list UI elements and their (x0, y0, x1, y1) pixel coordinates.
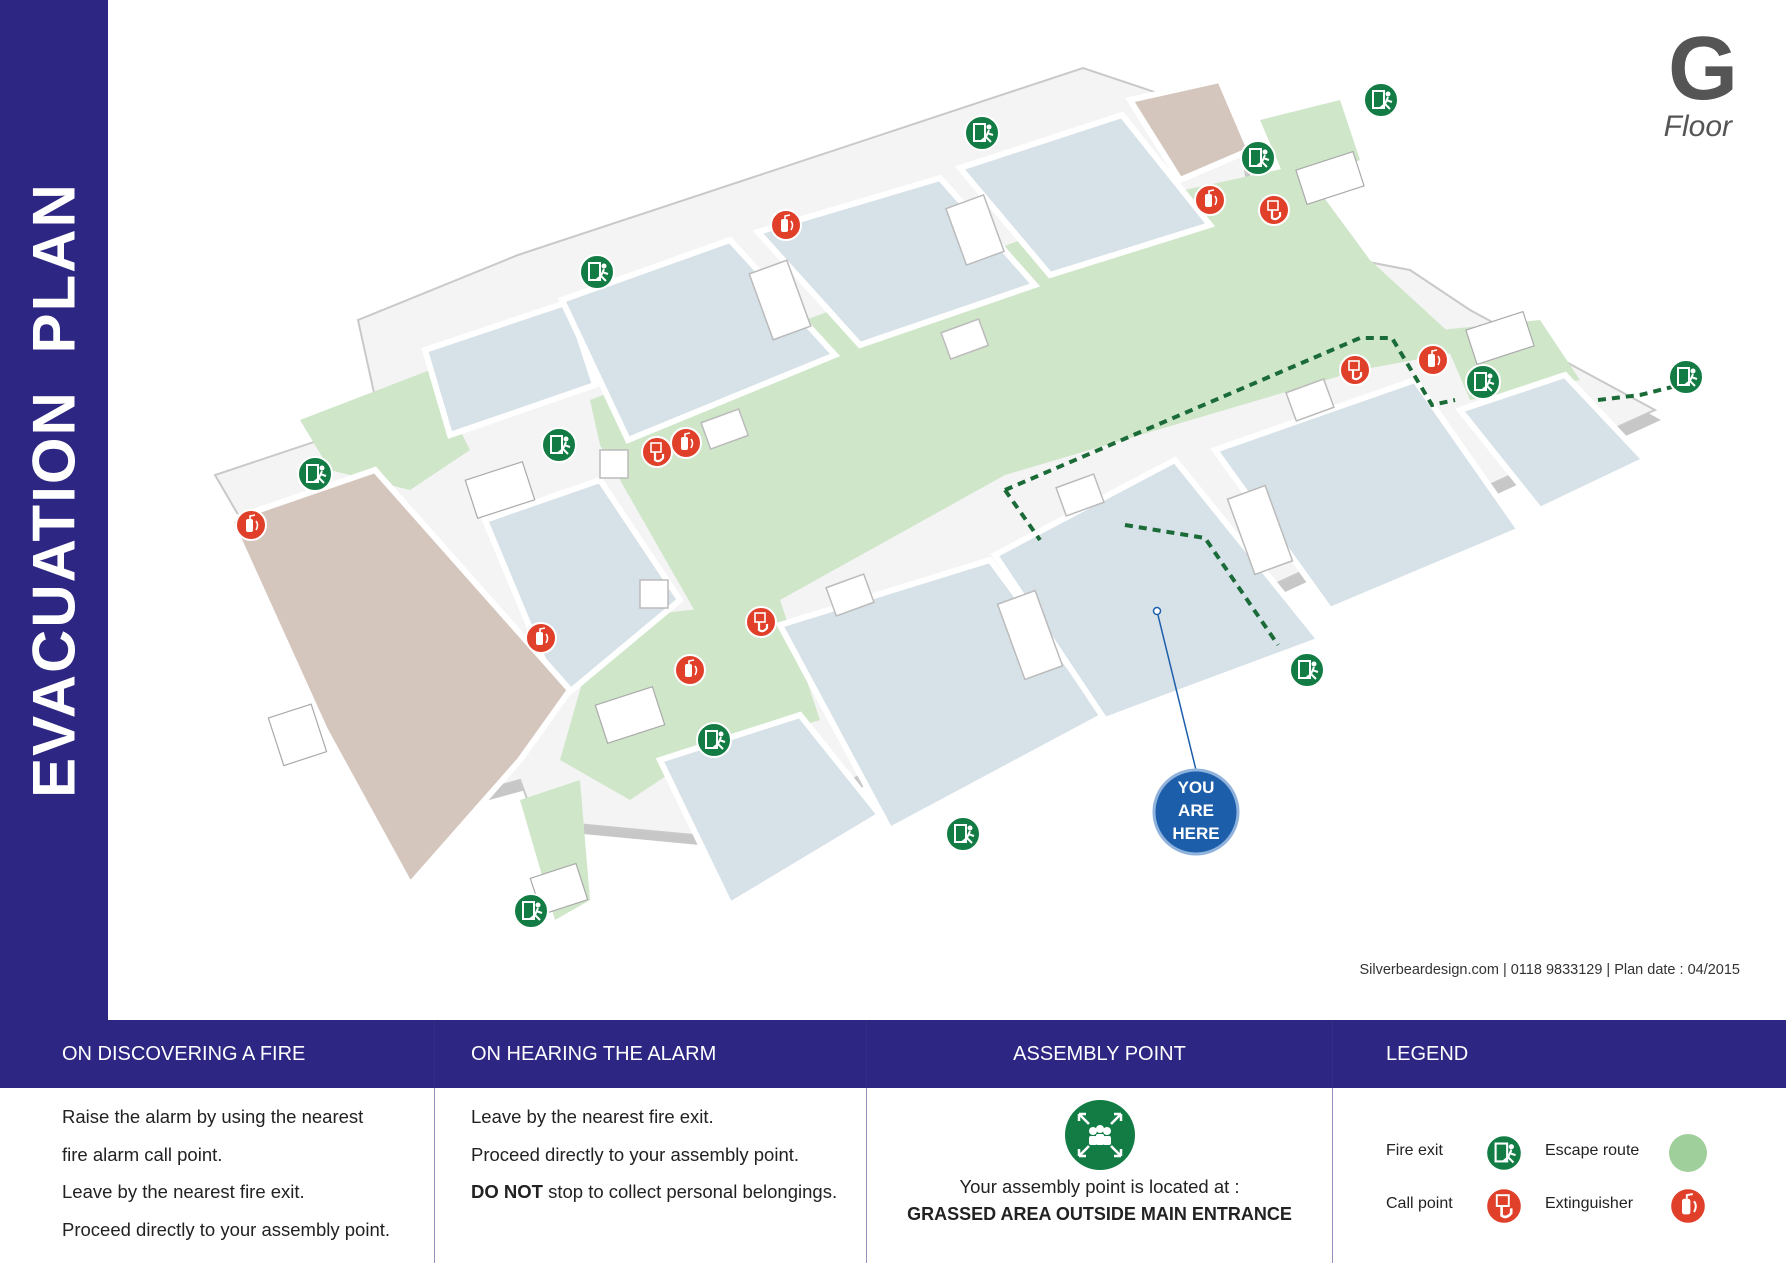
fire-exit-icon (1485, 1134, 1523, 1172)
extinguisher-icon (1668, 1186, 1708, 1226)
plan-title: EVACUATION PLAN (20, 182, 88, 798)
you-are-here-label: ARE (1178, 801, 1214, 820)
instruction-line: Leave by the nearest fire exit. (62, 1181, 305, 1202)
wall-details (599, 194, 1335, 681)
you-are-here-label: HERE (1172, 824, 1219, 843)
instruction-line: Proceed directly to your assembly point. (471, 1143, 800, 1165)
floor-letter: G (1667, 19, 1738, 119)
warning-emphasis: DO NOT (471, 1181, 543, 1202)
assembly-point-section: ASSEMBLY POINT Your assembly point is lo… (867, 1020, 1332, 1263)
column-divider (866, 1020, 867, 1263)
warning-text: stop to collect personal belongings. (542, 1181, 838, 1202)
hearing-alarm-section: ON HEARING THE ALARM Leave by the neares… (435, 1020, 866, 1263)
floor-label: Floor (1663, 110, 1732, 143)
section-heading: ON DISCOVERING A FIRE (62, 1043, 306, 1065)
assembly-point-icon (1064, 1100, 1135, 1170)
instruction-line: Leave by the nearest fire exit. (471, 1106, 714, 1127)
sidebar-band: EVACUATION PLAN (0, 0, 108, 1020)
legend-label-call-point: Call point (1386, 1195, 1453, 1212)
instruction-line: Proceed directly to your assembly point. (62, 1218, 391, 1240)
you-are-here-label: YOU (1178, 778, 1215, 797)
instruction-line: fire alarm call point. (62, 1143, 223, 1165)
escape-route-lines (1003, 336, 1681, 647)
column-divider (1332, 1020, 1333, 1263)
section-heading: ASSEMBLY POINT (1013, 1043, 1186, 1065)
legend-section: LEGEND Fire exit Escape route Call point… (1333, 1020, 1786, 1263)
instruction-line: DO NOT stop to collect personal belongin… (471, 1173, 866, 1211)
legend-label-fire-exit: Fire exit (1386, 1142, 1443, 1159)
assembly-location: GRASSED AREA OUTSIDE MAIN ENTRANCE (907, 1204, 1292, 1224)
credits: Silverbeardesign.com | 0118 9833129 | Pl… (1359, 962, 1740, 978)
legend-label-extinguisher: Extinguisher (1545, 1195, 1634, 1212)
instruction-line: Raise the alarm by using the nearest (62, 1106, 364, 1127)
column-divider (434, 1020, 435, 1263)
escape-route-swatch (1669, 1134, 1707, 1172)
you-are-here-marker: YOU ARE HERE (1152, 606, 1240, 856)
halls (225, 76, 1254, 891)
assembly-text: Your assembly point is located at : (959, 1176, 1240, 1197)
floor-plan: YOU ARE HERE (213, 66, 1704, 929)
section-heading: ON HEARING THE ALARM (471, 1043, 717, 1065)
info-band (0, 1020, 1786, 1088)
section-heading: LEGEND (1386, 1043, 1469, 1065)
legend-label-escape-route: Escape route (1545, 1142, 1640, 1159)
call-point-icon (1484, 1186, 1524, 1226)
escape-route-areas (300, 100, 1580, 920)
discovering-fire-section: ON DISCOVERING A FIRE Raise the alarm by… (0, 1020, 434, 1263)
